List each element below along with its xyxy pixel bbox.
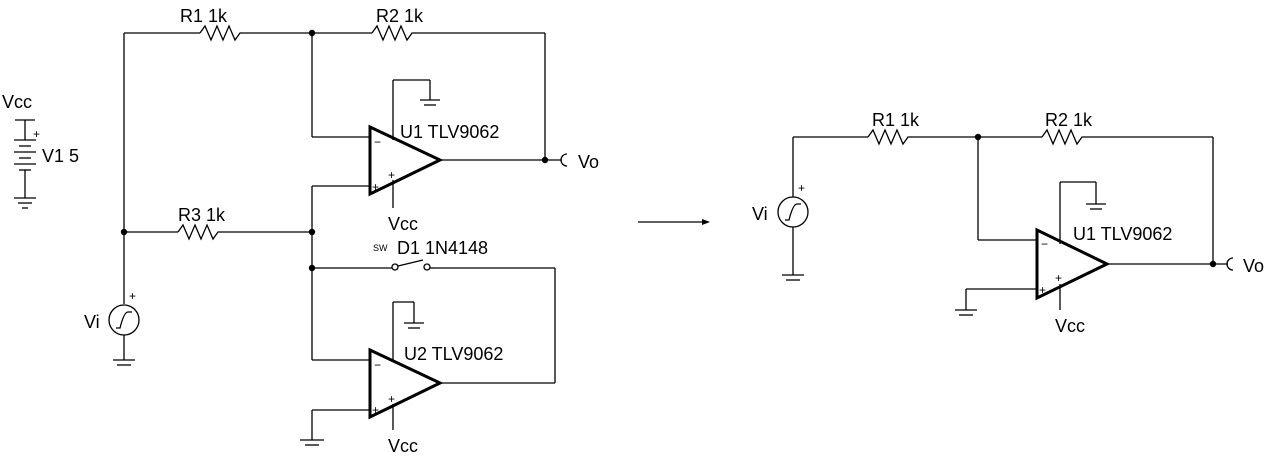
right-wires — [792, 136, 1228, 310]
opamp-u2-minus: − — [374, 358, 381, 372]
right-resistor-r2 — [1041, 128, 1087, 146]
left-wires — [123, 32, 562, 440]
diode-d1-label: D1 1N4148 — [397, 238, 488, 258]
ground-u2-plus — [300, 439, 324, 446]
right-output-vo: Vo — [1226, 256, 1264, 276]
switch-d1: SW D1 1N4148 — [373, 238, 488, 271]
left-circuit: Vcc + V1 5 — [2, 6, 599, 456]
opamp-u1-label: U1 TLV9062 — [400, 122, 499, 142]
right-opamp-u1-vcc-label: Vcc — [1055, 316, 1085, 336]
right-source-vi: + Vi — [752, 181, 809, 281]
right-source-vi-label: Vi — [752, 204, 768, 224]
right-opamp-u1-plus: + — [1039, 283, 1046, 297]
supply-polarity-label: + — [33, 127, 40, 141]
opamp-u2-vcc-label: Vcc — [388, 436, 418, 456]
right-opamp-u1-minus: − — [1041, 237, 1048, 251]
output-vo-label: Vo — [578, 152, 599, 172]
supply-rail-label: Vcc — [2, 92, 32, 112]
opamp-u2: − + + Vcc U2 TLV9062 — [368, 301, 503, 456]
left-junctions — [120, 29, 549, 272]
opamp-u2-plus: + — [372, 403, 379, 417]
right-junctions — [974, 133, 1217, 268]
source-vi-polarity: + — [129, 289, 136, 303]
right-resistor-r1-label: R1 1k — [872, 110, 920, 130]
right-output-vo-label: Vo — [1243, 256, 1264, 276]
source-vi: + Vi — [84, 289, 140, 366]
right-opamp-u1-label: U1 TLV9062 — [1073, 224, 1172, 244]
supply-source-label: V1 5 — [42, 146, 79, 166]
right-resistor-r2-label: R2 1k — [1045, 110, 1093, 130]
resistor-r3 — [177, 223, 222, 241]
right-resistor-r1 — [867, 128, 913, 146]
opamp-u1-plus: + — [372, 180, 379, 194]
resistor-r2 — [371, 24, 417, 42]
switch-sw-tag: SW — [373, 243, 388, 253]
transform-arrow — [638, 219, 710, 225]
right-ground-plus — [955, 309, 977, 316]
opamp-u2-label: U2 TLV9062 — [404, 344, 503, 364]
opamp-u2-plus-supply: + — [388, 392, 395, 406]
opamp-u1-vcc-label: Vcc — [388, 214, 418, 234]
source-vi-label: Vi — [84, 312, 100, 332]
resistor-r2-label: R2 1k — [376, 6, 424, 26]
output-vo: Vo — [560, 152, 599, 172]
opamp-u1: − + + Vcc U1 TLV9062 — [368, 79, 499, 234]
resistor-r1-label: R1 1k — [180, 6, 228, 26]
power-supply-v1: Vcc + V1 5 — [2, 92, 79, 209]
resistor-r3-label: R3 1k — [178, 205, 226, 225]
resistor-r1 — [199, 24, 245, 42]
opamp-u1-minus: − — [374, 135, 381, 149]
right-source-vi-polarity: + — [798, 181, 805, 195]
opamp-u1-plus-supply: + — [388, 168, 395, 182]
right-circuit: R1 1k R2 1k − + + Vcc U1 TLV9062 Vo — [752, 110, 1264, 336]
right-opamp-u1: − + + Vcc U1 TLV9062 — [1035, 181, 1172, 336]
right-opamp-u1-plus-supply: + — [1055, 271, 1062, 285]
